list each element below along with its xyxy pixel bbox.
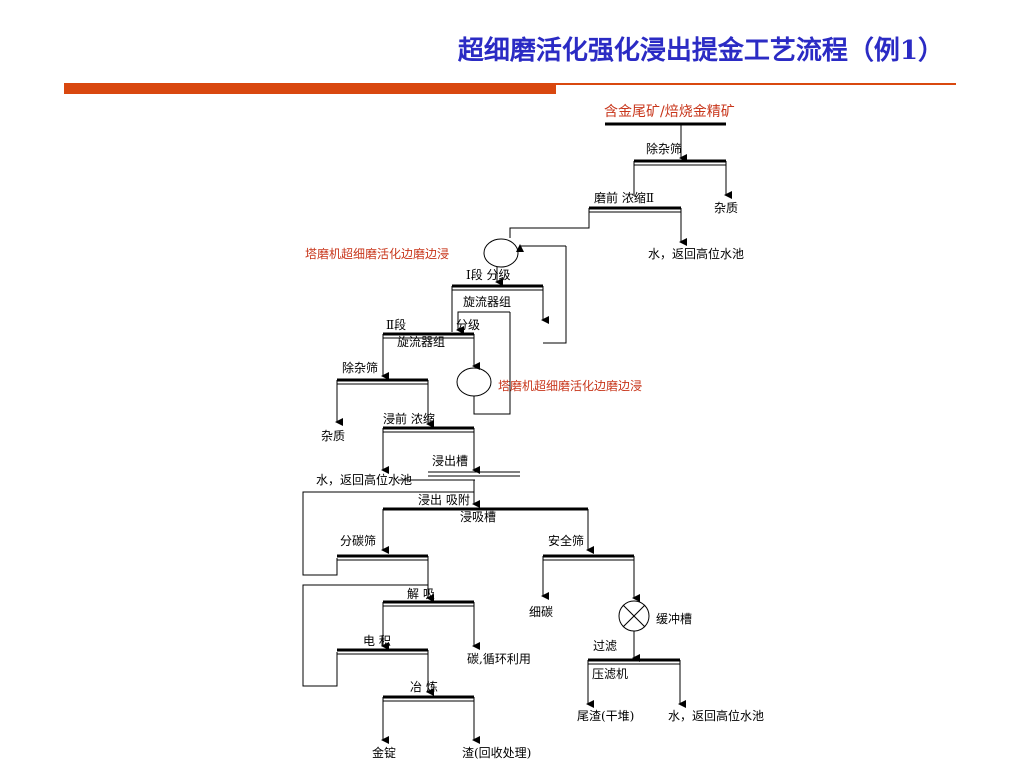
safety-screen-label: 安全筛 [548, 533, 584, 548]
filter-label: 过滤 [593, 639, 617, 653]
mill2-return-line [473, 312, 511, 415]
feed-label: 含金尾矿/焙烧金精矿 [604, 104, 735, 120]
tailings-label: 尾渣(干堆) [577, 709, 634, 723]
recycle-loop-1 [302, 491, 474, 576]
recycle-to-mill1-line [543, 246, 567, 344]
pre-grind-thicken-label: 磨前 浓缩Ⅱ [594, 190, 654, 205]
desorb-label: 解 吸 [407, 587, 435, 601]
thickener2-to-mill1-line [509, 208, 590, 238]
screen2-label: 除杂筛 [342, 360, 378, 375]
tower-mill-1-label: 塔磨机超细磨活化边磨边浸 [305, 246, 449, 261]
slag-label: 渣(回收处理) [462, 746, 531, 760]
tower-mill-1 [483, 238, 519, 268]
buffer-tank-cross-2 [622, 604, 646, 628]
carbon-recycle-label: 碳,循环利用 [467, 652, 531, 666]
fine-carbon-label: 细碳 [529, 605, 553, 619]
title-underline-thick [64, 83, 556, 94]
recycle-loop-2 [302, 584, 428, 687]
gold-ingot-label: 金锭 [372, 745, 396, 760]
filter-press-label: 压滤机 [592, 667, 628, 681]
impurity2-label: 杂质 [321, 429, 345, 443]
leach-adsorb-label: 浸出 吸附 [418, 493, 470, 507]
stage1-classify-label: Ⅰ段 分级 [466, 267, 511, 282]
electrowin-label: 电 积 [363, 634, 391, 648]
title-underline-thin [556, 83, 956, 85]
carbon-screen-label: 分碳筛 [340, 533, 376, 548]
title-underline [64, 83, 956, 94]
leach-adsorb-tank-label: 浸吸槽 [460, 510, 496, 524]
impurity1-label: 杂质 [714, 201, 738, 215]
cyclone1-label: 旋流器组 [463, 295, 511, 309]
page-title: 超细磨活化强化浸出提金工艺流程（例1） [457, 36, 944, 66]
screen1-label: 除杂筛 [646, 141, 682, 156]
water1-label: 水，返回高位水池 [648, 246, 744, 261]
water2-label: 水，返回高位水池 [316, 472, 412, 487]
cyclone2-label: 旋流器组 [397, 335, 445, 349]
buffer-tank-label: 缓冲槽 [656, 611, 692, 626]
leach-tank-label: 浸出槽 [432, 454, 468, 468]
stage2-classify-label: 分级 [456, 318, 480, 332]
pre-leach-thicken-label: 浸前 浓缩 [383, 411, 435, 426]
tower-mill-2 [456, 367, 492, 397]
stage2-label: Ⅱ段 [386, 317, 406, 332]
tower-mill-2-label: 塔磨机超细磨活化边磨边浸 [498, 378, 642, 393]
smelt-label: 冶 炼 [410, 679, 438, 694]
water3-label: 水，返回高位水池 [668, 708, 764, 723]
